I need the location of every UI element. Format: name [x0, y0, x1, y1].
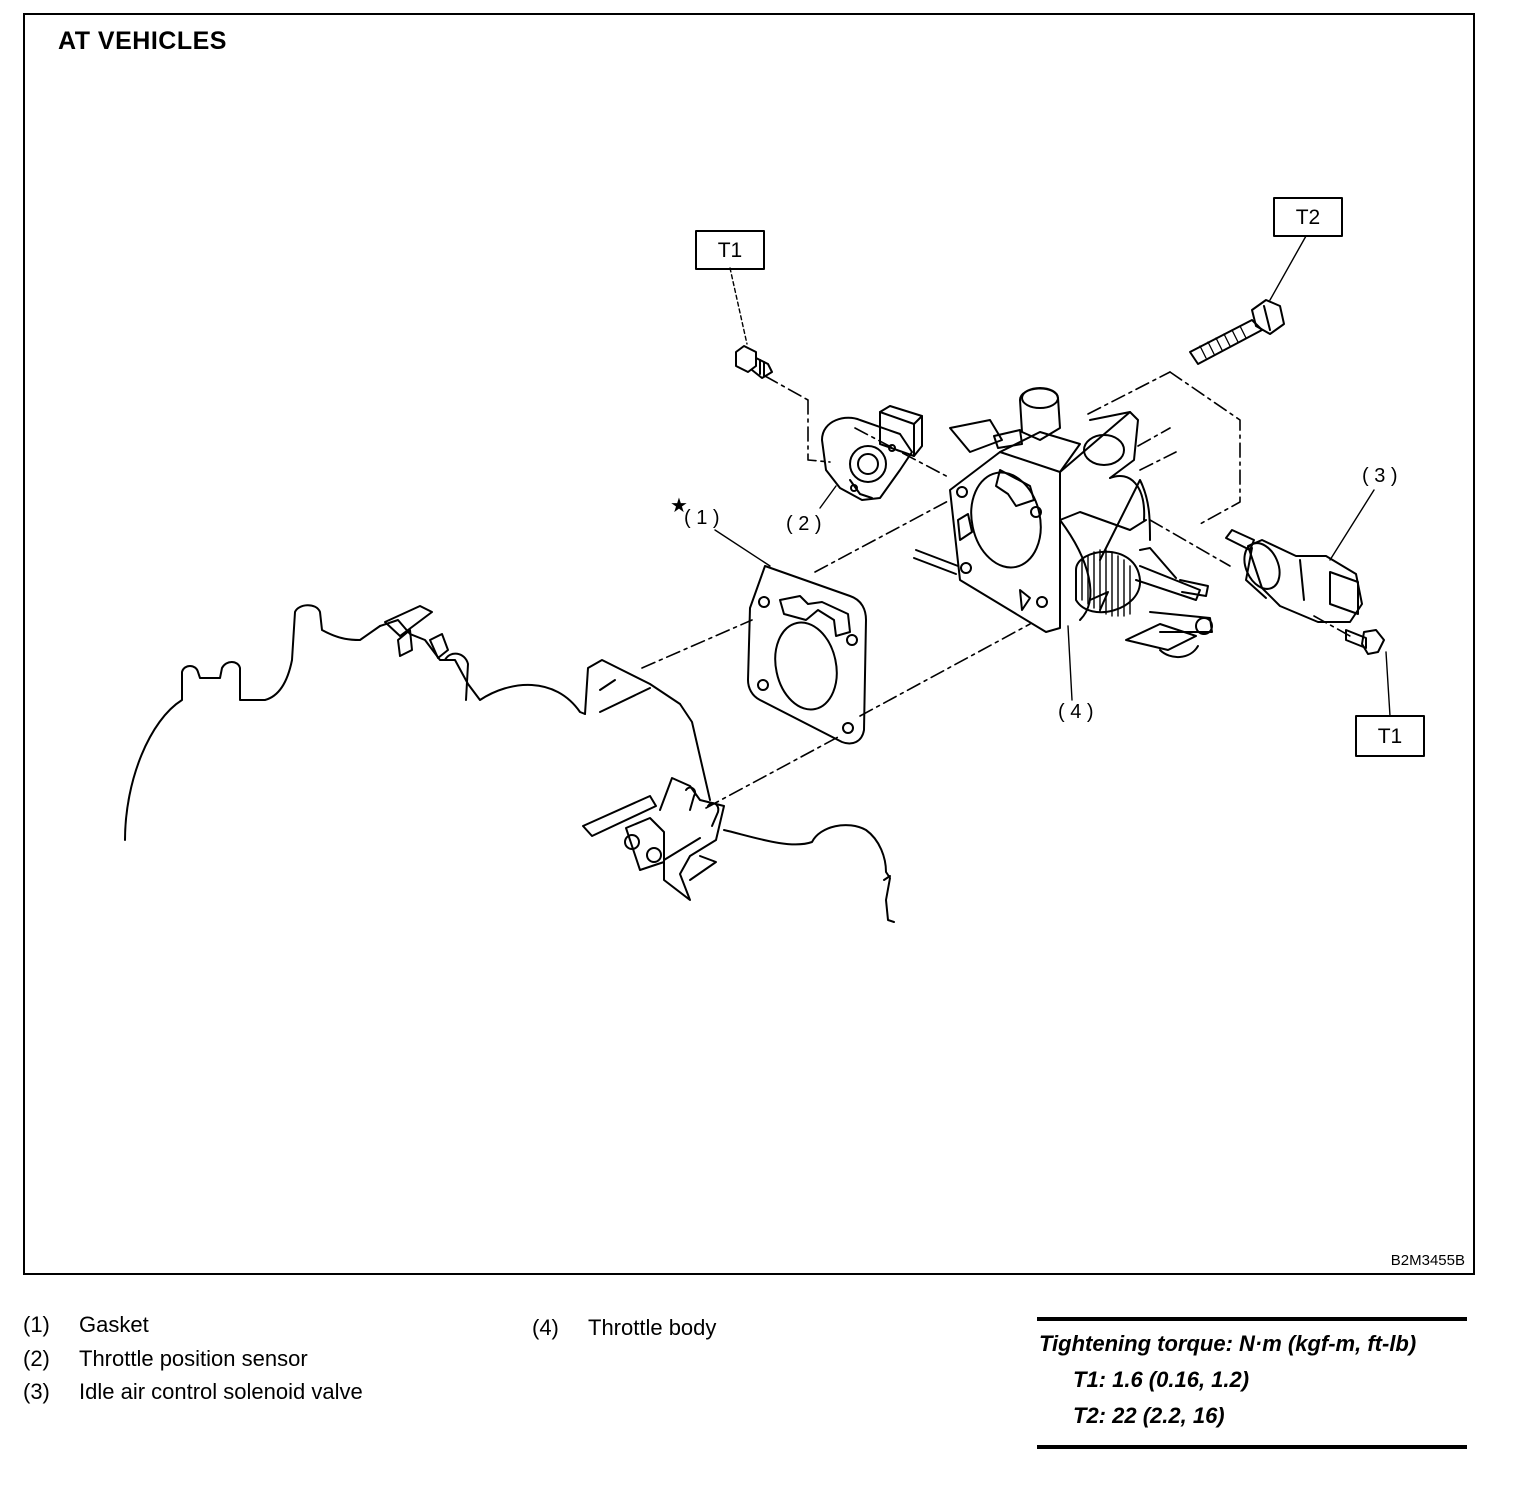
figure-frame: AT VEHICLES B2M3455B [23, 13, 1475, 1275]
gasket-part [747, 565, 867, 745]
leader-lines [714, 235, 1391, 717]
bolt-t1-top [735, 345, 773, 379]
idle-air-control-valve-part [1225, 529, 1363, 623]
torque-tag-t2-label: T2 [1296, 206, 1321, 229]
torque-tag-t2: T2 [1273, 197, 1343, 237]
callout-throttle-body: ( 4 ) [1058, 701, 1094, 723]
legend-label: Throttle body [588, 1315, 717, 1340]
torque-t2-spec: T2: 22 (2.2, 16) [1073, 1403, 1225, 1428]
figure-code: B2M3455B [1390, 1252, 1465, 1269]
legend-number: (3) [23, 1379, 50, 1404]
bolt-t1-right [1345, 629, 1385, 655]
star-icon: ★ [670, 495, 688, 517]
legend-label: Throttle position sensor [79, 1346, 308, 1371]
torque-tag-t1-top-label: T1 [718, 239, 743, 262]
legend-label: Gasket [79, 1312, 149, 1337]
throttle-position-sensor-part [821, 405, 923, 501]
throttle-body-part [913, 387, 1213, 658]
legend-label: Idle air control solenoid valve [79, 1379, 363, 1404]
callout-iac-valve: ( 3 ) [1362, 465, 1398, 487]
bolt-t2 [1189, 299, 1285, 365]
torque-t1-spec: T1: 1.6 (0.16, 1.2) [1073, 1367, 1250, 1392]
torque-tag-t1-right-label: T1 [1378, 725, 1403, 748]
legend-number: (4) [532, 1315, 559, 1340]
tightening-torque-box: Tightening torque: N·m (kgf-m, ft-lb) T1… [1037, 1317, 1467, 1449]
figure-title: AT VEHICLES [58, 27, 227, 55]
callout-gasket: ( 1 ) [684, 507, 720, 529]
exploded-view-diagram: T1 T2 T1 ★ ( 1 ) ( 2 ) ( 3 ) ( 4 ) [124, 197, 1425, 923]
legend-number: (1) [23, 1312, 50, 1337]
assembly-guide-lines [641, 371, 1351, 809]
torque-tag-t1-top: T1 [695, 230, 765, 270]
callout-tps: ( 2 ) [786, 513, 822, 535]
torque-tag-t1-right: T1 [1355, 715, 1425, 757]
intake-manifold [124, 604, 895, 923]
legend-number: (2) [23, 1346, 50, 1371]
torque-heading: Tightening torque: N·m (kgf-m, ft-lb) [1039, 1331, 1417, 1356]
